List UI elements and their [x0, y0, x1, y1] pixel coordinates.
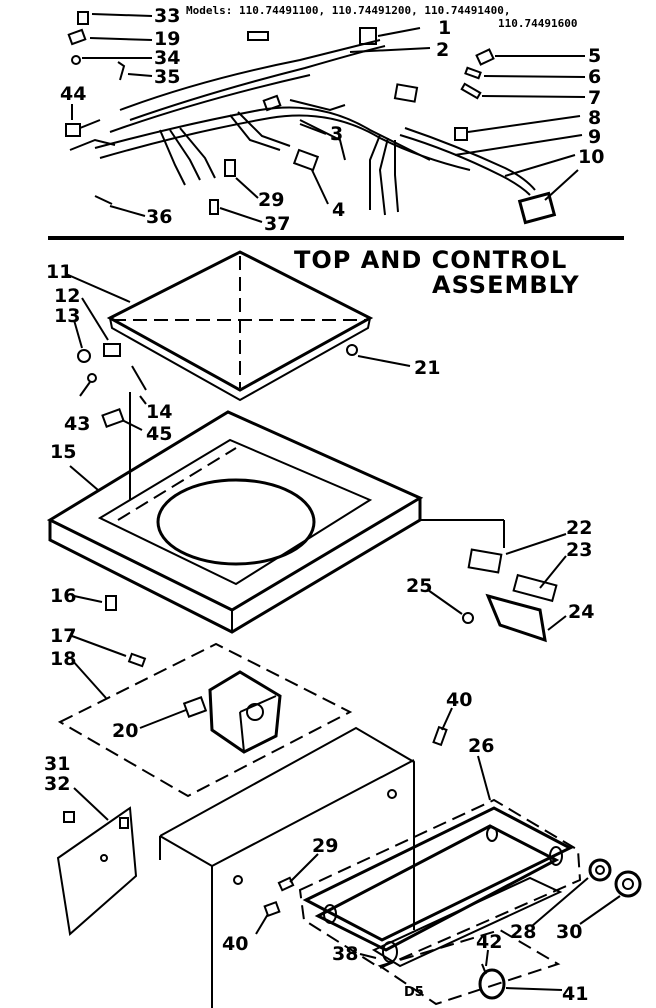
leader-31-32 [73, 787, 109, 821]
screws-lower [263, 725, 448, 918]
lid-switch [420, 519, 558, 643]
callout-42: 42 [476, 931, 502, 953]
callout-43: 43 [64, 413, 90, 435]
console-body [159, 726, 415, 1008]
leader-15 [69, 465, 99, 491]
bracket [56, 806, 138, 936]
callout-24: 24 [568, 601, 594, 623]
leaders-lid [65, 273, 411, 500]
knobs [588, 858, 642, 898]
callout-23: 23 [566, 539, 592, 561]
callout-15: 15 [50, 441, 76, 463]
callout-22: 22 [566, 517, 592, 539]
title-line-2: ASSEMBLY [432, 271, 580, 299]
callout-33: 33 [154, 5, 180, 27]
callout-30: 30 [556, 921, 582, 943]
callout-3: 3 [330, 123, 343, 145]
callout-21: 21 [414, 357, 440, 379]
callout-40-lower: 40 [222, 933, 248, 955]
callout-37: 37 [264, 213, 290, 235]
callout-26: 26 [468, 735, 494, 757]
callout-20: 20 [112, 720, 138, 742]
callout-29-upper: 29 [258, 189, 284, 211]
callout-44: 44 [60, 83, 86, 105]
callout-10: 10 [578, 146, 604, 168]
top-panel [46, 410, 424, 634]
callout-17: 17 [50, 625, 76, 647]
callout-16: 16 [50, 585, 76, 607]
models-line-1: Models: 110.74491100, 110.74491200, 110.… [186, 4, 511, 17]
leaders-timer [71, 635, 187, 729]
timer-template [57, 642, 353, 798]
screw-16 [105, 595, 117, 611]
callout-8: 8 [588, 107, 601, 129]
leaders-top [71, 13, 586, 223]
control-panel [298, 798, 582, 970]
callout-31: 31 [44, 753, 70, 775]
callout-1: 1 [438, 17, 451, 39]
callout-40-upper: 40 [446, 689, 472, 711]
models-line-2: 110.74491600 [498, 17, 577, 30]
callout-12: 12 [54, 285, 80, 307]
callout-25: 25 [406, 575, 432, 597]
callout-14: 14 [146, 401, 172, 423]
callout-19: 19 [154, 28, 180, 50]
wire-connectors [65, 11, 557, 225]
lid [106, 250, 374, 402]
leader-16 [73, 595, 103, 603]
callout-18: 18 [50, 648, 76, 670]
control-clip [377, 928, 561, 1006]
callout-7: 7 [588, 87, 601, 109]
callout-45: 45 [146, 423, 172, 445]
callout-32: 32 [44, 773, 70, 795]
callout-6: 6 [588, 66, 601, 88]
title-line-1: TOP AND CONTROL [294, 246, 567, 274]
callout-13: 13 [54, 305, 80, 327]
callout-11: 11 [46, 261, 72, 283]
callout-4: 4 [332, 199, 345, 221]
callout-9: 9 [588, 126, 601, 148]
callout-28: 28 [510, 921, 536, 943]
callout-2: 2 [436, 39, 449, 61]
callout-34: 34 [154, 47, 180, 69]
wiring-harness [69, 39, 536, 216]
leaders-console [255, 707, 621, 991]
callout-38: 38 [332, 943, 358, 965]
lid-hinge-parts [77, 343, 358, 428]
leaders-switch [427, 533, 567, 631]
callout-36: 36 [146, 206, 172, 228]
callout-5: 5 [588, 45, 601, 67]
diagram-code: D5 [404, 985, 424, 1000]
callout-29-lower: 29 [312, 835, 338, 857]
callout-41: 41 [562, 983, 588, 1005]
callout-35: 35 [154, 66, 180, 88]
